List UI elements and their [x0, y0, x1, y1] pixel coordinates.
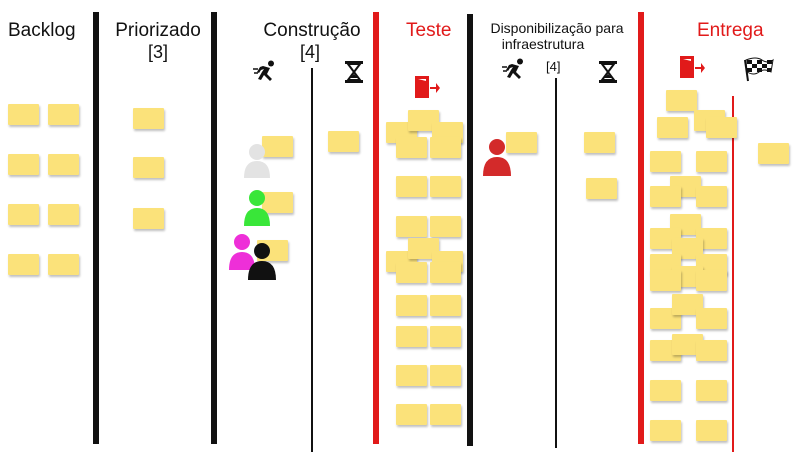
divider-teste-disponibilizacao [467, 14, 473, 446]
sticky-note [650, 270, 681, 291]
divider-construcao-teste [373, 12, 379, 444]
construcao-wip-limit: [4] [299, 41, 320, 62]
sticky-note [696, 254, 727, 275]
column-title-backlog: Backlog [8, 20, 76, 41]
sticky-note [396, 404, 427, 425]
sticky-note [48, 204, 79, 225]
sticky-note [8, 154, 39, 175]
sticky-note [696, 420, 727, 441]
priorizado-wip-limit: [3] [147, 41, 168, 62]
sticky-note [133, 108, 164, 129]
sticky-note [696, 380, 727, 401]
disponibilizacao-wip-limit: [4] [546, 59, 561, 74]
sticky-note [408, 238, 439, 259]
hourglass-icon [599, 61, 617, 83]
column-title-disponibilizacao: Disponibilização para infraestrutura [478, 20, 636, 52]
sticky-note [8, 254, 39, 275]
sticky-note [657, 117, 688, 138]
sticky-note [262, 192, 293, 213]
sticky-note [672, 294, 703, 315]
sticky-note [430, 176, 461, 197]
sticky-note [396, 295, 427, 316]
sticky-note [396, 137, 427, 158]
sticky-note [396, 365, 427, 386]
person-icon [244, 144, 270, 178]
column-title-construcao: Construção [4] [258, 20, 366, 63]
exit-door-icon [415, 76, 440, 98]
sticky-note [650, 380, 681, 401]
exit-door-icon [680, 56, 705, 78]
sticky-note [48, 254, 79, 275]
sticky-note [672, 238, 703, 259]
sticky-note [396, 216, 427, 237]
sticky-note [408, 110, 439, 131]
column-title-entrega: Entrega [697, 20, 764, 41]
sticky-note [133, 208, 164, 229]
disponibilizacao-label-line1: Disponibilização para [490, 20, 624, 36]
sticky-note [758, 143, 789, 164]
person-icon [483, 139, 511, 176]
sticky-note [650, 151, 681, 172]
sticky-note [672, 334, 703, 355]
divider-backlog-priorizado [93, 12, 99, 444]
divider-priorizado-construcao [211, 12, 217, 444]
construcao-label: Construção [263, 20, 361, 41]
divider-disponibilizacao-sublane [555, 78, 557, 448]
checkered-flag-icon [744, 57, 774, 82]
priorizado-label: Priorizado [115, 20, 201, 41]
sticky-note [706, 117, 737, 138]
sticky-note [396, 262, 427, 283]
divider-construcao-sublane [311, 68, 313, 452]
sticky-note [506, 132, 537, 153]
sticky-note [262, 136, 293, 157]
sticky-note [430, 404, 461, 425]
divider-disponibilizacao-entrega [638, 12, 644, 444]
column-title-teste: Teste [406, 20, 452, 41]
sticky-note [696, 270, 727, 291]
sticky-note [430, 295, 461, 316]
sticky-note [133, 157, 164, 178]
sticky-note [696, 308, 727, 329]
disponibilizacao-label-line2: infraestrutura [501, 36, 585, 53]
sticky-note [696, 186, 727, 207]
sticky-note [430, 137, 461, 158]
sticky-note [396, 176, 427, 197]
sticky-note [8, 104, 39, 125]
sticky-note [696, 340, 727, 361]
sticky-note [430, 326, 461, 347]
hourglass-icon [345, 61, 363, 83]
sticky-note [586, 178, 617, 199]
person-icon [248, 243, 276, 280]
sticky-note [48, 154, 79, 175]
person-icon [229, 234, 255, 270]
running-person-icon [502, 58, 523, 79]
divider-entrega-sublane [732, 96, 734, 452]
sticky-note [396, 326, 427, 347]
sticky-note [430, 262, 461, 283]
running-person-icon [253, 60, 274, 81]
sticky-note [430, 365, 461, 386]
sticky-note [430, 216, 461, 237]
sticky-note [666, 90, 697, 111]
sticky-note [8, 204, 39, 225]
sticky-note [696, 151, 727, 172]
sticky-note [650, 186, 681, 207]
sticky-note [48, 104, 79, 125]
sticky-note [696, 228, 727, 249]
sticky-note [650, 420, 681, 441]
sticky-note [328, 131, 359, 152]
person-icon [244, 190, 270, 226]
sticky-note [584, 132, 615, 153]
column-title-priorizado: Priorizado [3] [110, 20, 206, 63]
